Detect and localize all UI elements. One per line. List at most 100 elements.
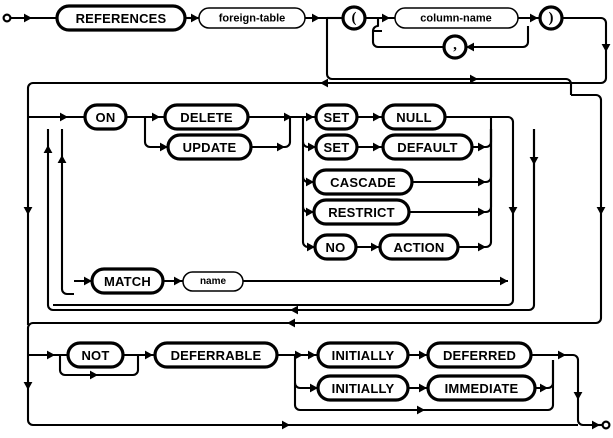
node-lparen: ( (341, 5, 367, 31)
arrow-set-default (373, 142, 381, 152)
rail-immediate-join (535, 360, 555, 390)
arrow-row2-in (60, 112, 68, 122)
arrow-action-join (478, 242, 486, 252)
arrow-row1-return (320, 78, 328, 88)
arrow-name-join (500, 276, 508, 286)
node-not-label: NOT (81, 348, 109, 363)
node-match: MATCH (90, 267, 165, 295)
arrow-to-initially-2 (310, 383, 318, 393)
arrow-to-match (84, 276, 92, 286)
arrow-row2-return (287, 318, 295, 328)
node-initially-2: INITIALLY (316, 374, 410, 402)
node-foreign-table: foreign-table (198, 7, 306, 29)
arrow-row3-in (47, 350, 55, 360)
arrow-fan-no (307, 242, 315, 252)
rail-to-update (143, 117, 168, 149)
arrow-fan-restrict (306, 207, 314, 217)
arrow-row1-drop (601, 44, 611, 52)
rail-initially-skip-join (547, 360, 555, 412)
node-action-label: ACTION (393, 240, 444, 255)
arrow-not-bypass (90, 370, 98, 380)
node-update: UPDATE (166, 133, 253, 161)
node-null: NULL (381, 103, 447, 131)
arrow-delete-join (284, 112, 292, 122)
node-deferrable-label: DEFERRABLE (171, 348, 262, 363)
arrow-lparen-out (382, 13, 390, 23)
node-set-default-set: SET (314, 133, 359, 161)
arrow-on-collector-down (508, 207, 518, 215)
arrow-initially-skip (417, 405, 425, 415)
node-update-label: UPDATE (183, 140, 237, 155)
arrow-fan-set-default (308, 142, 316, 152)
rail-update-join (251, 117, 292, 149)
node-default: DEFAULT (381, 133, 474, 161)
arrow-ft-out (312, 13, 320, 23)
arrow-to-initially-1 (308, 350, 316, 360)
arrow-row3-final-down (573, 392, 583, 400)
arrow-set-null (373, 112, 381, 122)
arrow-onmatch-repeat-up (43, 145, 53, 153)
rail-row1-to-row2 (26, 16, 608, 117)
rail-fan-initially-2 (293, 382, 318, 390)
node-set-null-set: SET (314, 103, 359, 131)
arrow-immediate-join (540, 383, 548, 393)
arrow-col-to-rparen (530, 13, 538, 23)
node-immediate: IMMEDIATE (426, 374, 537, 402)
arrow-to-update (160, 142, 168, 152)
node-set-null-set-label: SET (324, 110, 350, 125)
node-column-name-label: column-name (420, 13, 492, 25)
node-delete: DELETE (163, 103, 250, 131)
arrow-deferrable-out (295, 350, 303, 360)
rail-skip-parens (325, 18, 566, 81)
node-rparen: ) (538, 5, 564, 31)
arrow-no-action (371, 242, 379, 252)
arrow-initially-immediate (419, 383, 427, 393)
node-references-label: REFERENCES (76, 11, 167, 26)
arrow-initially-deferred (419, 350, 427, 360)
arrow-right-collector (529, 157, 539, 165)
node-match-label: MATCH (104, 274, 151, 289)
start-marker-icon (2, 13, 57, 23)
arrow-row3-bypass-right (282, 420, 290, 430)
arrow-row3-bypass-down (23, 382, 33, 390)
node-default-label: DEFAULT (397, 140, 457, 155)
arrow-restrict-join (478, 207, 486, 217)
node-rparen-label: ) (549, 10, 554, 26)
node-immediate-label: IMMEDIATE (445, 381, 519, 396)
node-deferred-label: DEFERRED (443, 348, 516, 363)
arrow-to-deferrable (145, 350, 153, 360)
node-comma-label: , (453, 37, 457, 53)
node-cascade: CASCADE (312, 168, 414, 196)
node-on: ON (83, 103, 128, 131)
rail-initially-skip (293, 355, 548, 412)
node-initially-2-label: INITIALLY (332, 381, 395, 396)
arrow-deferred-join (558, 350, 566, 360)
rail-action-join (458, 129, 493, 249)
node-no: NO (313, 233, 358, 261)
node-deferred: DEFERRED (426, 341, 533, 369)
node-deferrable: DEFERRABLE (153, 341, 279, 369)
node-restrict: RESTRICT (312, 198, 411, 226)
rail-fan-set-default (301, 141, 316, 149)
node-comma: , (442, 34, 468, 60)
arrow-skip-parens (470, 74, 478, 84)
arrow-match-branch-up (57, 155, 67, 163)
arrow-to-set-null (306, 112, 314, 122)
rail-not-bypass (58, 355, 140, 377)
node-restrict-label: RESTRICT (328, 205, 395, 220)
node-on-label: ON (96, 110, 116, 125)
end-marker-icon (592, 420, 611, 430)
node-foreign-table-label: foreign-table (219, 13, 286, 25)
rail-comma-loop-in (371, 31, 444, 49)
rail-col-loop-left-stub (371, 18, 382, 33)
node-initially-1-label: INITIALLY (332, 348, 395, 363)
arrow-onmatch-repeat-back (290, 305, 298, 315)
node-references: REFERENCES (55, 4, 187, 32)
node-name: name (182, 271, 244, 292)
rail-to-match-branch (60, 129, 74, 296)
node-action: ACTION (378, 233, 460, 261)
arrow-cascade-join (478, 177, 486, 187)
node-set-default-set-label: SET (324, 140, 350, 155)
arrow-row2-drop (596, 207, 606, 215)
node-cascade-label: CASCADE (330, 175, 396, 190)
